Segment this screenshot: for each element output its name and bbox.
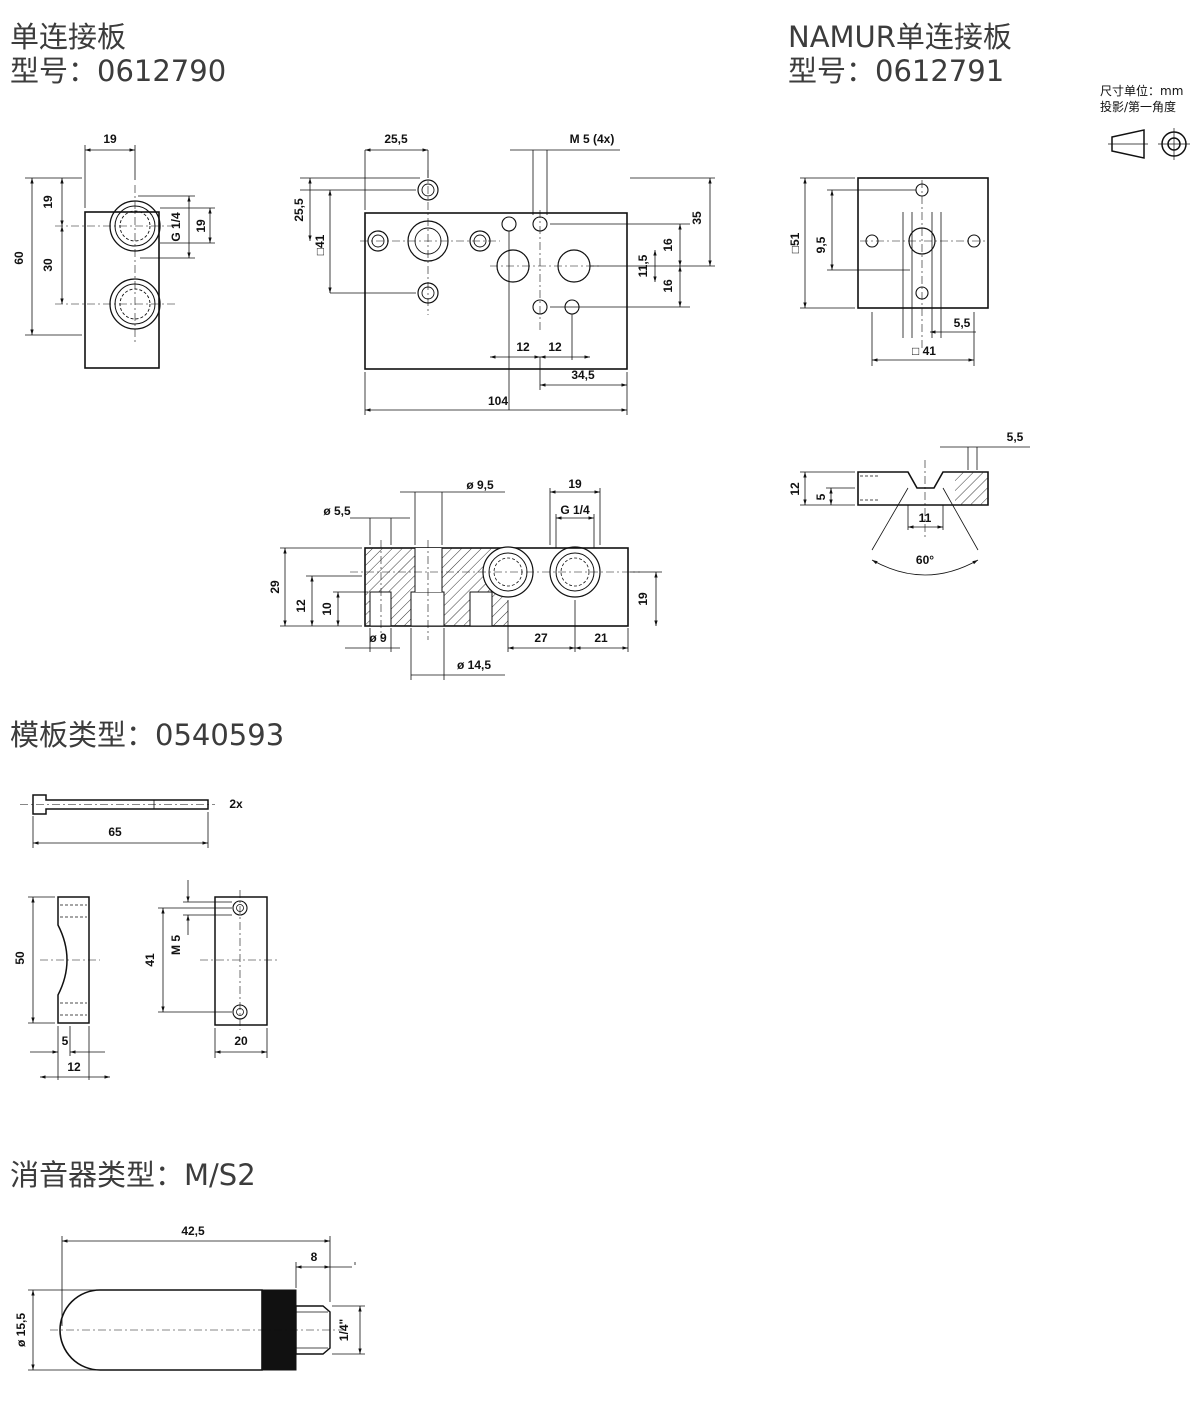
dim-g14: G 1/4 <box>169 212 183 242</box>
dim-f50: 50 <box>13 951 27 965</box>
dim-b115: 11,5 <box>636 254 650 277</box>
dim-b35: 35 <box>690 211 704 225</box>
template-clamp-side <box>158 880 280 1058</box>
projection-note: 投影/第一角度 <box>1100 100 1177 114</box>
dim-b255v: 25,5 <box>292 198 306 222</box>
dim-b255: 25,5 <box>384 132 408 146</box>
dim-c145: ø 14,5 <box>457 658 491 672</box>
dim-b12b: 12 <box>548 340 562 354</box>
dim-g14q: 1/4" <box>337 1319 351 1341</box>
section-title-silencer-type: 消音器类型：M/S2 <box>10 1158 256 1192</box>
dim-c10: 10 <box>320 602 334 616</box>
template-screw <box>20 794 215 848</box>
dim-f5: 5 <box>62 1034 69 1048</box>
dim-b16b: 16 <box>661 279 675 293</box>
dim-c19r: 19 <box>636 592 650 606</box>
section-title-single-plate: 单连接板 <box>10 20 127 54</box>
dim-e12: 12 <box>788 482 802 496</box>
dim-d51: □51 <box>788 232 802 253</box>
dim-e11: 11 <box>919 511 932 525</box>
dim-b16a: 16 <box>661 238 675 252</box>
dim-b12a: 12 <box>516 340 530 354</box>
single-plate-side-view <box>25 145 215 369</box>
dim-c19: 19 <box>568 477 582 491</box>
template-clamp-front <box>28 896 110 1080</box>
dim-c21: 21 <box>594 631 608 645</box>
dim-f20: 20 <box>234 1034 248 1048</box>
dim-f41: 41 <box>143 953 157 967</box>
projection-symbol <box>1108 128 1190 160</box>
namur-plate-side-view <box>800 446 1030 576</box>
dim-d55: 5,5 <box>954 316 971 330</box>
dim-c9: ø 9 <box>369 631 387 645</box>
dim-m5x4: M 5 (4x) <box>570 132 615 146</box>
dim-fm5: M 5 <box>169 935 183 955</box>
dim-sq41: □41 <box>313 234 327 255</box>
dim-d95: 9,5 <box>814 236 828 253</box>
single-plate-section-view <box>280 488 662 680</box>
silencer-drawing <box>28 1236 365 1371</box>
section-title-namur-plate: NAMUR单连接板 <box>788 20 1012 54</box>
dim-e55: 5,5 <box>1007 430 1024 444</box>
dim-f2x: 2x <box>229 797 243 811</box>
dim-a30: 30 <box>41 258 55 272</box>
dim-g425: 42,5 <box>181 1224 205 1238</box>
dim-b104: 104 <box>488 394 508 408</box>
units-note: 尺寸单位：mm <box>1100 84 1184 98</box>
single-plate-top-view <box>300 148 715 415</box>
dim-c12: 12 <box>294 599 308 613</box>
dim-a19b: 19 <box>41 195 55 209</box>
dim-c29: 29 <box>268 580 282 594</box>
dim-d41: □ 41 <box>912 344 936 358</box>
dim-b345: 34,5 <box>571 368 595 382</box>
dim-e5: 5 <box>814 493 828 500</box>
dim-a60: 60 <box>12 251 26 265</box>
model-number-namur-plate: 型号：0612791 <box>788 54 1005 88</box>
dim-f65: 65 <box>108 825 122 839</box>
dim-g8: 8 <box>311 1250 318 1264</box>
dim-c55: ø 5,5 <box>323 504 351 518</box>
section-title-template-type: 模板类型：0540593 <box>10 718 285 752</box>
dim-a19c: 19 <box>194 219 208 233</box>
dim-g155: ø 15,5 <box>14 1313 28 1347</box>
dim-a19: 19 <box>103 132 117 146</box>
dim-f12: 12 <box>67 1060 81 1074</box>
namur-plate-top-view <box>800 177 989 366</box>
dim-c95: ø 9,5 <box>466 478 494 492</box>
model-number-single-plate: 型号：0612790 <box>10 54 227 88</box>
dim-c27: 27 <box>534 631 548 645</box>
dim-e60: 60° <box>916 553 934 567</box>
dim-cg14: G 1/4 <box>560 503 590 517</box>
